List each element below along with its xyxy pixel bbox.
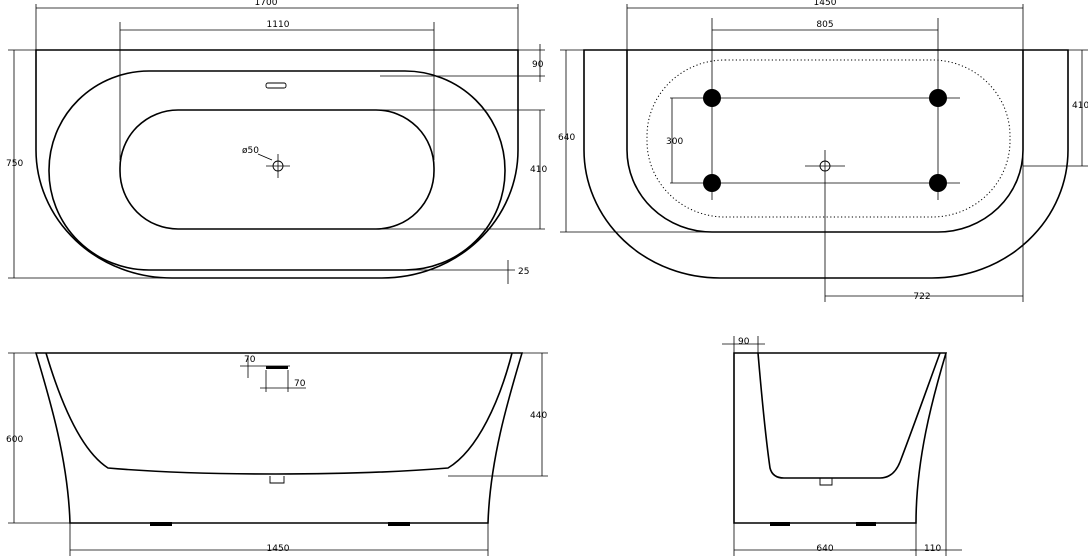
drain-label: ø50: [242, 146, 259, 156]
side-view-inner-outline: [757, 352, 941, 479]
front-view: 70 70 600 440 1450: [6, 352, 548, 556]
dim-1700: 1700: [255, 0, 278, 8]
dim-600: 600: [6, 435, 23, 445]
side-foot-right: [856, 522, 876, 526]
bottom-view-outer-outline: [583, 49, 1069, 279]
dim-110: 110: [924, 544, 941, 554]
top-view: ø50 1700 1110 750 90 410 25: [6, 0, 547, 284]
side-foot-left: [770, 522, 790, 526]
side-view: 90 640 110: [722, 336, 962, 556]
side-view-outer-outline: [733, 352, 948, 524]
dim-300: 300: [666, 137, 683, 147]
dim-410-bottom: 410: [1072, 101, 1088, 111]
top-view-rim-contour: [48, 70, 506, 271]
dim-640-side: 640: [816, 544, 833, 554]
top-view-basin: [119, 109, 435, 230]
dim-90-side: 90: [738, 337, 750, 347]
front-view-inner-outline: [45, 352, 513, 475]
dim-722: 722: [913, 292, 930, 302]
dim-90: 90: [532, 60, 544, 70]
dim-1450-bottom: 1450: [814, 0, 837, 8]
dim-1450-front: 1450: [267, 544, 290, 554]
front-view-outer-outline: [34, 352, 524, 524]
dim-1110: 1110: [267, 20, 290, 30]
dim-410: 410: [530, 165, 547, 175]
front-drain: [269, 476, 285, 484]
overflow-slot: [265, 82, 287, 89]
front-overflow-slot: [266, 366, 288, 369]
bottom-view: 1450 805 640 300 410 722: [558, 0, 1088, 302]
dim-750: 750: [6, 159, 23, 169]
front-foot-right: [388, 522, 410, 526]
dim-25: 25: [518, 267, 529, 277]
top-view-outer-outline: [35, 49, 519, 279]
front-foot-left: [150, 522, 172, 526]
dim-805: 805: [816, 20, 833, 30]
side-drain: [819, 478, 833, 486]
dim-70-height: 70: [244, 355, 256, 365]
dim-440: 440: [530, 411, 547, 421]
dim-70-width: 70: [294, 379, 306, 389]
bottom-view-dotted-contour: [646, 59, 1011, 218]
dim-640-bottom: 640: [558, 133, 575, 143]
